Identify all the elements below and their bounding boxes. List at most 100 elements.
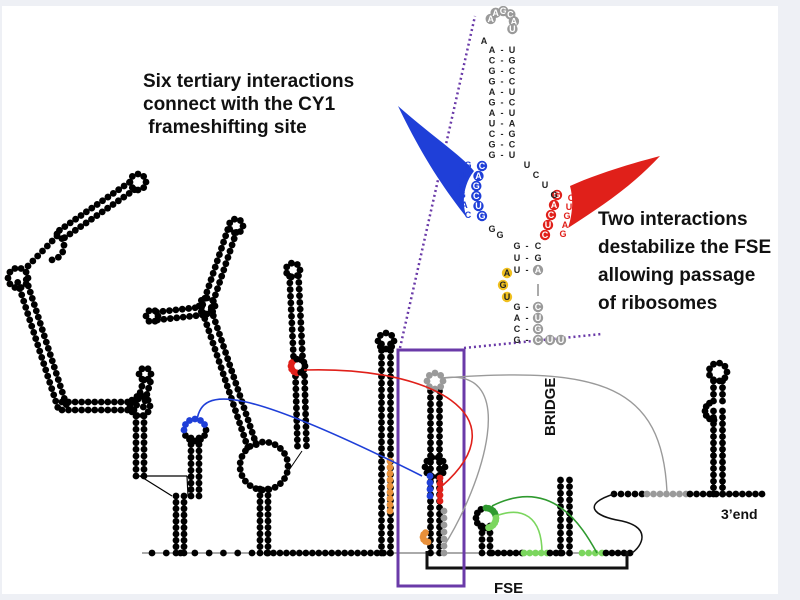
backbone-nucleotide xyxy=(205,549,213,557)
helix-nucleotide xyxy=(98,208,106,216)
blue-site-nucleotide xyxy=(426,492,434,500)
helix-nucleotide xyxy=(256,511,264,518)
helix-nucleotide xyxy=(223,382,231,390)
helix-nucleotide xyxy=(50,391,58,399)
helix-nucleotide xyxy=(78,406,86,414)
helix-nucleotide xyxy=(110,398,118,406)
secondary-structure xyxy=(4,15,766,588)
loop-nucleotide xyxy=(265,486,273,493)
helix-nucleotide xyxy=(140,459,148,467)
loop-nucleotide xyxy=(710,376,717,384)
helix-nucleotide xyxy=(378,432,385,439)
helix-nucleotide xyxy=(58,388,66,396)
helix-nucleotide xyxy=(205,282,213,290)
helix-nucleotide xyxy=(478,536,486,543)
inset-stem-nucleotide: C xyxy=(489,56,496,66)
loop-nucleotide xyxy=(293,261,301,268)
helix-nucleotide xyxy=(88,215,95,223)
nucleotide xyxy=(617,490,625,498)
nucleotide xyxy=(738,490,746,498)
helix-nucleotide xyxy=(224,254,232,261)
helix-nucleotide xyxy=(486,536,494,543)
helix-nucleotide xyxy=(436,394,443,401)
helix-nucleotide xyxy=(427,439,434,447)
helix-nucleotide xyxy=(220,266,228,274)
red-site-nucleotide xyxy=(436,491,444,499)
loop-nucleotide xyxy=(271,483,279,491)
loop-nucleotide xyxy=(151,307,159,315)
inset-stem-nucleotide: U xyxy=(514,253,521,263)
helix-nucleotide xyxy=(46,351,54,359)
helix-nucleotide xyxy=(427,420,434,427)
fse-bracket xyxy=(425,551,629,570)
nucleotide xyxy=(29,257,37,265)
helix-nucleotide xyxy=(30,301,38,309)
inset-unpaired-nucleotide: G xyxy=(550,190,557,200)
loop-nucleotide xyxy=(283,269,291,277)
helix-nucleotide xyxy=(378,536,385,544)
loop-nucleotide xyxy=(135,370,143,378)
helix-nucleotide xyxy=(139,403,147,411)
helix-nucleotide xyxy=(240,431,248,439)
helix-nucleotide xyxy=(250,435,258,442)
helix-nucleotide xyxy=(110,406,118,414)
helix-nucleotide xyxy=(20,297,28,305)
inset-pair-dash: - xyxy=(501,45,504,55)
helix-nucleotide xyxy=(166,307,173,314)
inset-blue-nucleotide-circle xyxy=(473,170,484,182)
inset-blue-nucleotide-circle xyxy=(476,210,488,222)
gray-site-nucleotide xyxy=(663,490,670,498)
helix-nucleotide xyxy=(246,422,254,430)
helix-nucleotide xyxy=(378,530,385,537)
backbone-nucleotide xyxy=(270,549,277,557)
helix-nucleotide xyxy=(292,385,300,393)
loop-nucleotide xyxy=(281,475,288,482)
inset-pair-dash: - xyxy=(501,98,504,108)
loop-nucleotide xyxy=(231,229,238,237)
helix-nucleotide xyxy=(120,193,128,201)
helix-nucleotide xyxy=(256,504,264,512)
gray-site-nucleotide xyxy=(676,490,683,498)
inset-red-outer-nucleotide: G xyxy=(559,229,566,239)
orange-site-nucleotide xyxy=(386,495,394,502)
inset-stem-nucleotide-circle xyxy=(532,264,544,276)
helix-nucleotide xyxy=(436,432,443,440)
loop-nucleotide xyxy=(11,284,19,291)
loop-nucleotide xyxy=(144,408,152,416)
helix-nucleotide xyxy=(26,316,34,324)
helix-nucleotide xyxy=(218,244,225,252)
loop-nucleotide xyxy=(258,486,266,494)
helix-nucleotide xyxy=(719,452,726,460)
helix-nucleotide xyxy=(66,230,74,238)
loop-nucleotide xyxy=(139,412,147,419)
nucleotide xyxy=(752,490,759,498)
inset-loop-nucleotide: U xyxy=(509,24,516,34)
helix-nucleotide xyxy=(264,543,272,550)
helix-nucleotide xyxy=(436,420,443,427)
helix-nucleotide xyxy=(36,347,44,355)
helix-nucleotide xyxy=(140,472,148,480)
inset-unpaired-nucleotide: A xyxy=(481,36,488,46)
loop-nucleotide xyxy=(140,172,148,180)
helix-nucleotide xyxy=(264,492,272,499)
loop-nucleotide xyxy=(716,359,723,367)
helix-nucleotide xyxy=(378,490,385,498)
helix-nucleotide xyxy=(256,524,264,531)
helix-nucleotide xyxy=(14,278,22,286)
helix-nucleotide xyxy=(36,319,44,327)
helix-nucleotide xyxy=(115,186,123,194)
inset-blue-outer-nucleotide: C xyxy=(459,180,466,190)
inset-blue-outer-nucleotide: C xyxy=(465,210,472,220)
nucleotide xyxy=(512,549,520,557)
helix-nucleotide xyxy=(290,352,297,360)
helix-nucleotide xyxy=(172,530,180,538)
helix-nucleotide xyxy=(99,197,106,205)
helix-nucleotide xyxy=(199,311,206,319)
inset-red-nucleotide-circle xyxy=(548,199,560,211)
helix-nucleotide xyxy=(236,392,244,399)
inset-pair-dash: - xyxy=(501,119,504,129)
helix-nucleotide xyxy=(710,390,717,398)
loop-nucleotide xyxy=(238,472,246,479)
helix-nucleotide xyxy=(191,304,199,312)
